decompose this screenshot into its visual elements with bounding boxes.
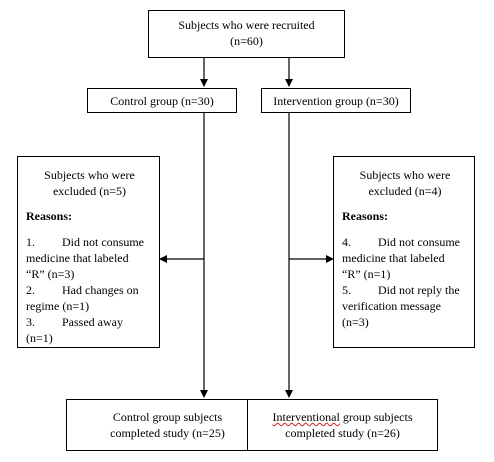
recruited-box: Subjects who were recruited (n=60)	[148, 10, 345, 58]
intervention-completed-line2: completed study (n=26)	[285, 426, 400, 440]
item-text-line3: (n=3)	[342, 315, 369, 329]
excluded-intervention-item-4: 4.Did not consume medicine that labeled …	[342, 234, 468, 282]
excluded-intervention-item-5: 5. Did not reply the verification message…	[342, 282, 468, 330]
item-number: 5.	[342, 283, 351, 297]
excluded-control-box: Subjects who were excluded (n=5) Reasons…	[17, 156, 160, 348]
control-completed-box: Control group subjects completed study (…	[66, 399, 269, 451]
excluded-control-title-line2: excluded (n=5)	[52, 184, 127, 198]
control-completed-line1: Control group subjects	[112, 410, 223, 424]
item-number: 3.	[26, 315, 35, 329]
item-text-line1: Did not reply the	[378, 283, 460, 297]
item-number: 2.	[26, 283, 35, 297]
excluded-intervention-title-line2: excluded (n=4)	[368, 184, 442, 198]
item-text-line2: verification message	[342, 299, 441, 313]
intervention-completed-line1a: Interventional	[272, 410, 340, 424]
item-number: 4.	[342, 235, 351, 249]
item-text-line1: Had changes on	[62, 283, 139, 297]
item-number: 1.	[26, 235, 35, 249]
item-text-line2: medicine that labeled	[26, 251, 129, 265]
intervention-group-box: Intervention group (n=30)	[261, 88, 411, 113]
intervention-completed-box: Interventional group subjects completed …	[247, 399, 438, 451]
recruited-line1: Subjects who were recruited	[178, 18, 315, 32]
item-text-line3: “R” (n=1)	[342, 267, 391, 281]
item-text-line2: (n=1)	[26, 331, 53, 345]
item-text-line3: “R” (n=3)	[26, 267, 75, 281]
item-text-line1: Did not consume	[378, 235, 460, 249]
excluded-intervention-title-line1: Subjects who were	[359, 168, 451, 182]
excluded-control-item-1: 1.Did not consume medicine that labeled …	[26, 234, 153, 282]
control-completed-line2: completed study (n=25)	[110, 426, 225, 440]
excluded-intervention-reasons-header: Reasons:	[342, 209, 389, 223]
intervention-group-label: Intervention group (n=30)	[273, 94, 399, 108]
excluded-intervention-box: Subjects who were excluded (n=4) Reasons…	[333, 156, 475, 348]
item-text-line1: Did not consume	[62, 235, 144, 249]
item-text-line2: medicine that labeled	[342, 251, 445, 265]
item-text-line2: regime (n=1)	[26, 299, 90, 313]
excluded-control-item-2: 2. Had changes on regime (n=1)	[26, 282, 153, 314]
control-group-label: Control group (n=30)	[110, 94, 214, 108]
recruited-line2: (n=60)	[230, 34, 263, 48]
excluded-control-title-line1: Subjects who were	[44, 168, 135, 182]
control-group-box: Control group (n=30)	[87, 88, 237, 113]
intervention-completed-line1b: group subjects	[339, 410, 413, 424]
excluded-control-reasons-header: Reasons:	[26, 209, 73, 223]
excluded-control-item-3: 3. Passed away (n=1)	[26, 314, 153, 346]
item-text-line1: Passed away	[62, 315, 123, 329]
